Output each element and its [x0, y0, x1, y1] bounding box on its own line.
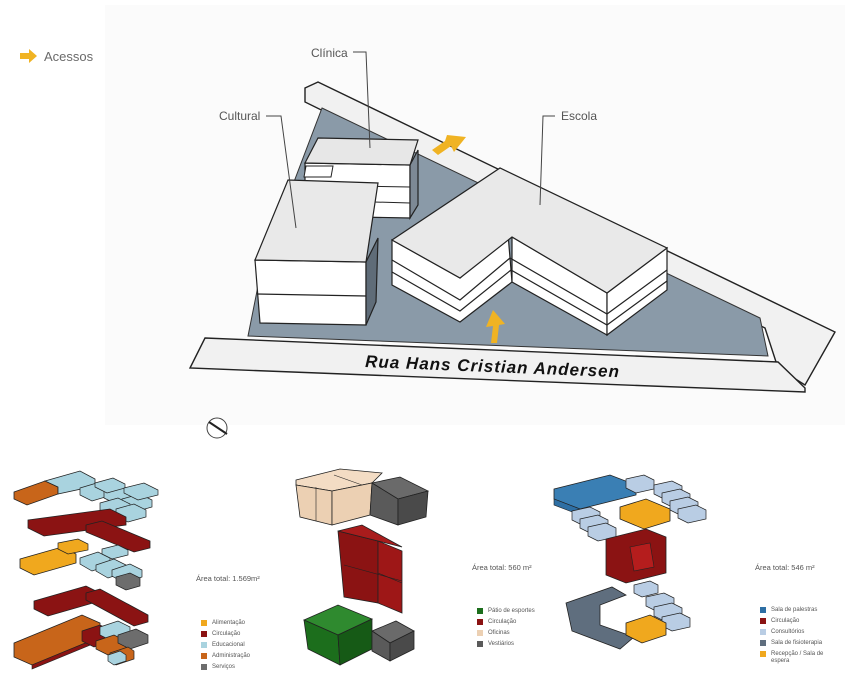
legend-swatch — [477, 608, 483, 614]
legend-label: Circulação — [212, 631, 240, 637]
legend-label: Circulação — [771, 618, 799, 624]
legend-label: Circulação — [488, 619, 516, 625]
legend-label: Pátio de esportes — [488, 608, 535, 614]
legend-label: Vestiários — [488, 641, 514, 647]
legend-swatch — [201, 642, 207, 648]
legend-swatch — [760, 607, 766, 613]
compass-icon — [207, 418, 227, 438]
legend-label: Administração — [212, 653, 250, 659]
legend-item: Oficinas — [477, 630, 535, 636]
escola-legend: Alimentação Circulação Educacional Admin… — [201, 620, 250, 675]
legend-swatch — [477, 630, 483, 636]
legend-swatch — [201, 620, 207, 626]
legend-swatch — [201, 664, 207, 670]
access-legend-label: Acessos — [44, 49, 94, 64]
legend-item: Pátio de esportes — [477, 608, 535, 614]
legend-swatch — [201, 653, 207, 659]
escola-total-area: Área total: 1.569m² — [196, 574, 260, 583]
clinica-label: Clínica — [311, 46, 348, 60]
site-massing-svg: Acessos Rua Hans Cristian Andersen — [0, 0, 850, 440]
legend-swatch — [760, 629, 766, 635]
legend-label: Sala de palestras — [771, 607, 817, 613]
legend-label: Consultórios — [771, 629, 804, 635]
legend-swatch — [760, 640, 766, 646]
legend-label: Educacional — [212, 642, 245, 648]
legend-swatch — [201, 631, 207, 637]
legend-item: Circulação — [201, 631, 250, 637]
legend-item: Sala de fisioterapia — [760, 640, 833, 646]
escola-exploded-diagram: Área total: 1.569m² Alimentação Circulaç… — [0, 455, 290, 687]
legend-item: Alimentação — [201, 620, 250, 626]
legend-item: Serviços — [201, 664, 250, 670]
legend-label: Serviços — [212, 664, 235, 670]
legend-item: Consultórios — [760, 629, 833, 635]
clinica-exploded-diagram: Área total: 546 m² Sala de palestras Cir… — [550, 455, 850, 687]
legend-swatch — [760, 618, 766, 624]
cultural-exploded-diagram: Área total: 560 m² Pátio de esportes Cir… — [290, 455, 560, 687]
escola-label: Escola — [561, 109, 597, 123]
legend-label: Alimentação — [212, 620, 245, 626]
cultural-total-area: Área total: 560 m² — [472, 563, 532, 572]
legend-item: Circulação — [760, 618, 833, 624]
legend-swatch — [760, 651, 766, 657]
legend-item: Administração — [201, 653, 250, 659]
clinica-total-area: Área total: 546 m² — [755, 563, 815, 572]
legend-item: Educacional — [201, 642, 250, 648]
legend-label: Recepção / Sala de espera — [771, 651, 833, 665]
legend-swatch — [477, 641, 483, 647]
site-massing-view: Acessos Rua Hans Cristian Andersen — [0, 0, 850, 440]
legend-label: Sala de fisioterapia — [771, 640, 822, 646]
arrow-right-icon — [20, 49, 37, 63]
legend-item: Circulação — [477, 619, 535, 625]
clinica-legend: Sala de palestras Circulação Consultório… — [760, 607, 833, 670]
legend-item: Sala de palestras — [760, 607, 833, 613]
cultural-label: Cultural — [219, 109, 260, 123]
legend-swatch — [477, 619, 483, 625]
legend-item: Recepção / Sala de espera — [760, 651, 833, 665]
legend-item: Vestiários — [477, 641, 535, 647]
legend-label: Oficinas — [488, 630, 510, 636]
cultural-legend: Pátio de esportes Circulação Oficinas Ve… — [477, 608, 535, 652]
